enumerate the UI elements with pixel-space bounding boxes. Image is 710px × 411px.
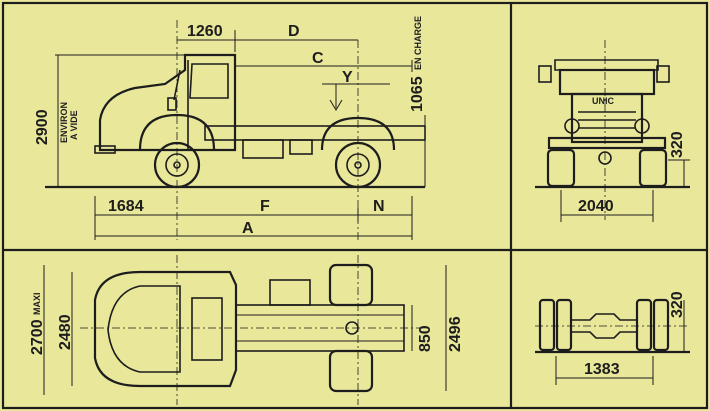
dim-2040-label: 2040 [578, 198, 614, 215]
dim-320-front-label: 320 [669, 131, 686, 158]
dim-1260-label: 1260 [187, 23, 223, 40]
front-wheel-right [638, 148, 668, 188]
dim-850-label: 850 [417, 325, 434, 352]
dim-1383-label: 1383 [584, 361, 620, 378]
dim-n-label: N [373, 198, 385, 215]
rear-wheel-r2 [652, 298, 670, 352]
front-windshield [558, 68, 656, 96]
en-charge-label: EN CHARGE [413, 16, 423, 70]
rear-wheel-l2 [555, 298, 573, 352]
front-bumper [547, 136, 667, 150]
top-rear-wheels-left [328, 263, 374, 307]
top-fuel-tank [269, 279, 311, 306]
dim-f-label: F [260, 198, 270, 215]
front-view: UNIC 320 2040 [535, 40, 690, 222]
dim-2700-label: 2700 [29, 319, 46, 355]
maxi-label: MAXI [32, 293, 42, 316]
dim-1065-label: 1065 [409, 76, 426, 112]
dim-1684-label: 1684 [108, 198, 144, 215]
dim-c-label: C [312, 50, 324, 67]
dim-2900-label: 2900 [34, 109, 51, 145]
rear-axle-housing [570, 313, 638, 339]
top-rear-wheels-right [328, 349, 374, 393]
rear-wheel-r1 [635, 298, 653, 352]
side-cab-window [189, 63, 229, 99]
top-cab [93, 270, 238, 388]
front-mirror-left [538, 65, 552, 83]
dim-d-label: D [288, 23, 300, 40]
front-wheel-left [546, 148, 576, 188]
side-bumper [94, 145, 116, 154]
a-vide-label: A VIDE [69, 110, 79, 140]
side-battery-box [289, 139, 313, 155]
side-view: 1260 D C Y 1065 EN CHARGE 2900 ENVIRON A… [34, 16, 426, 240]
dim-2480-label: 2480 [57, 314, 74, 350]
front-mirror-right [656, 65, 670, 83]
front-headlight-left [564, 118, 580, 134]
dim-a-label: A [242, 220, 254, 237]
rear-axle-view: 320 1383 [535, 291, 690, 385]
front-roof [554, 59, 659, 71]
dim-320-rear-label: 320 [669, 291, 686, 318]
dim-2496-label: 2496 [447, 316, 464, 352]
front-grille [570, 92, 644, 144]
top-view: 2700 MAXI 2480 850 2496 [29, 255, 464, 405]
front-headlight-right [634, 118, 650, 134]
top-roof-panel [191, 297, 223, 361]
side-mirror [167, 97, 177, 111]
environ-label: ENVIRON [59, 102, 69, 143]
dim-y-label: Y [342, 69, 353, 86]
top-hood [107, 285, 181, 373]
front-badge: UNIC [592, 96, 614, 106]
side-fuel-tank [242, 139, 284, 159]
rear-wheel-l1 [538, 298, 556, 352]
